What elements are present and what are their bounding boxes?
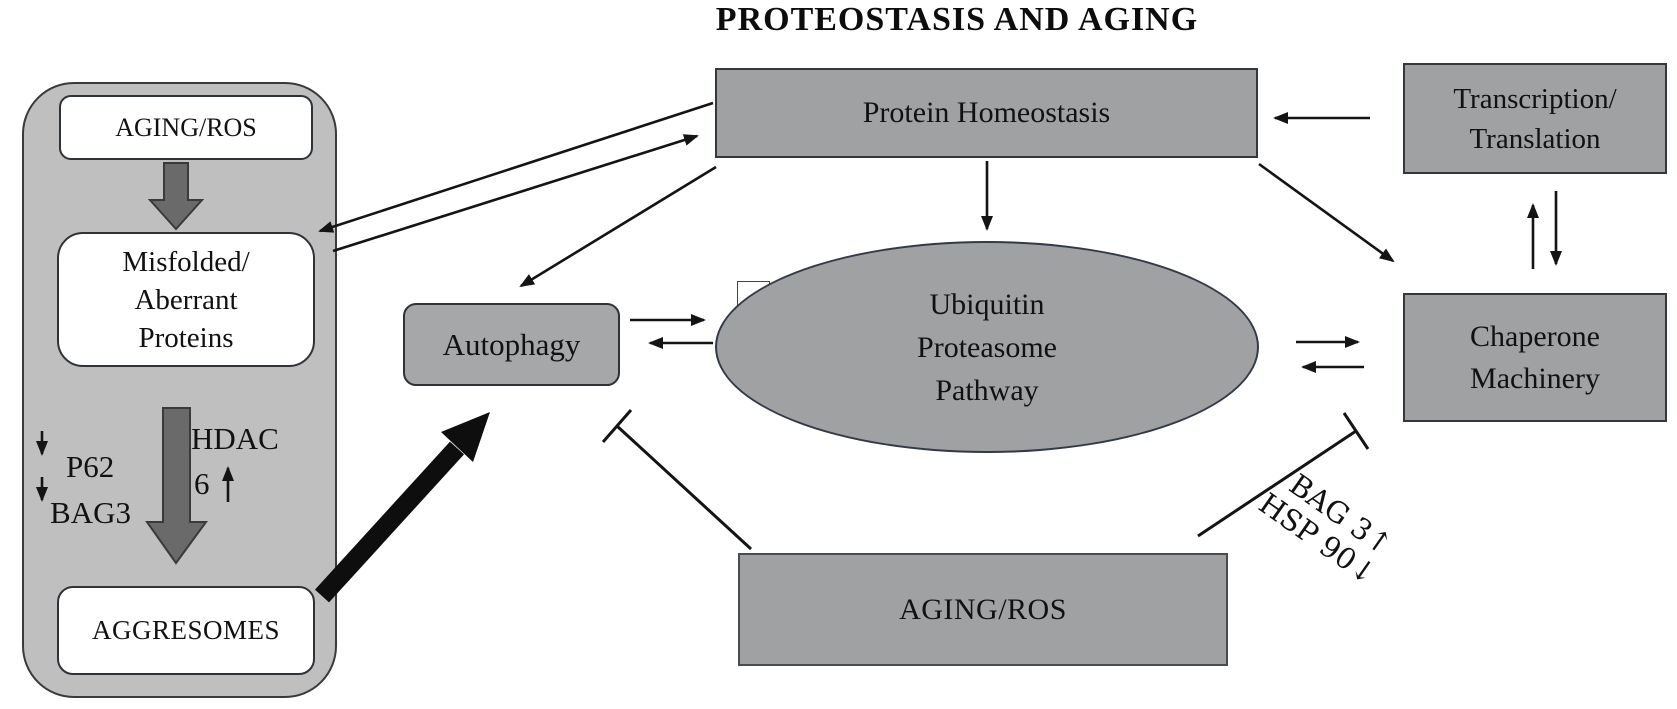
label-p62: P62 xyxy=(66,449,115,484)
label-bag3: BAG3 xyxy=(50,495,131,530)
node-protein-homeostasis: Protein Homeostasis xyxy=(715,68,1258,158)
upp-line-3: Pathway xyxy=(935,373,1039,407)
transcription-line-2: Translation xyxy=(1469,122,1601,155)
node-ubiquitin-proteasome-pathway: Ubiquitin Proteasome Pathway xyxy=(715,241,1259,453)
arrow-ph-to-autophagy xyxy=(519,165,717,288)
arrow-ph-to-misfolded xyxy=(318,101,714,233)
misfolded-line-1: Misfolded/ xyxy=(122,245,250,278)
node-aging-ros-bottom-label: AGING/ROS xyxy=(899,592,1067,626)
upp-line-2: Proteasome xyxy=(917,330,1057,364)
diagram-title: PROTEOSTASIS AND AGING xyxy=(715,1,1199,38)
inhibit-aging-to-autophagy xyxy=(601,409,753,551)
chaperone-line-2: Machinery xyxy=(1470,361,1600,395)
node-aging-ros-top: AGING/ROS xyxy=(59,95,313,160)
thick-arrow-aggresomes-to-autophagy xyxy=(314,412,490,603)
label-bag3-hsp90: BAG 3↑ HSP 90↓ xyxy=(1253,467,1401,591)
node-chaperone-machinery: Chaperone Machinery xyxy=(1403,293,1667,422)
node-aggresomes: AGGRESOMES xyxy=(57,586,315,675)
arrow-ph-to-chaperone xyxy=(1258,162,1395,263)
node-transcription-translation: Transcription/ Translation xyxy=(1403,63,1667,174)
node-protein-homeostasis-label: Protein Homeostasis xyxy=(862,96,1111,129)
transcription-line-1: Transcription/ xyxy=(1453,82,1617,115)
chaperone-line-1: Chaperone xyxy=(1470,319,1600,353)
upp-line-1: Ubiquitin xyxy=(929,287,1045,321)
node-aging-ros-bottom: AGING/ROS xyxy=(738,553,1228,666)
node-autophagy-label: Autophagy xyxy=(442,326,581,362)
node-aggresomes-label: AGGRESOMES xyxy=(91,615,281,645)
node-misfolded-aberrant-proteins: Misfolded/ Aberrant Proteins xyxy=(57,232,315,367)
label-hdac: HDAC xyxy=(191,421,279,456)
label-hdac-6: 6 xyxy=(194,466,210,501)
misfolded-line-2: Aberrant xyxy=(134,283,238,316)
node-aging-ros-top-label: AGING/ROS xyxy=(115,112,257,142)
arrow-misfolded-to-ph xyxy=(332,134,699,253)
misfolded-line-3: Proteins xyxy=(138,321,234,354)
node-autophagy: Autophagy xyxy=(403,303,620,386)
